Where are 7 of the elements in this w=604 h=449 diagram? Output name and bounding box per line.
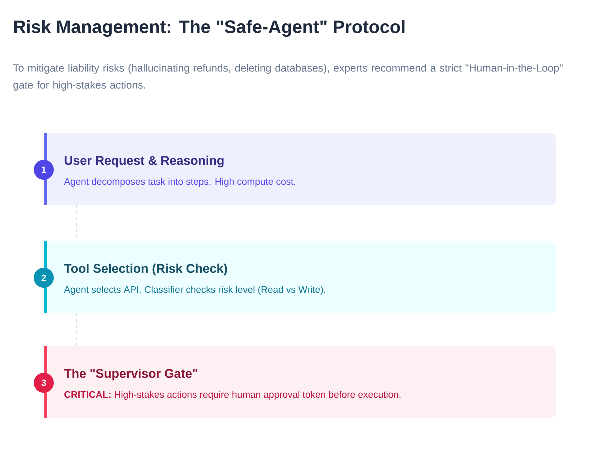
step-number-badge: 3 [34, 373, 54, 393]
title: Risk Management: The "Safe-Agent" Protocol [14, 20, 405, 38]
dashed-connector [76, 205, 78, 242]
step-number-badge: 1 [34, 160, 54, 180]
step-number-badge: 2 [34, 268, 54, 288]
dashed-connector [76, 313, 78, 346]
subtitle: To mitigate liability risks (hallucinating refunds, deleting databases), experts recommend a strict "Human-in-the-Loop" gate for high-stakes actions. [13, 64, 563, 91]
